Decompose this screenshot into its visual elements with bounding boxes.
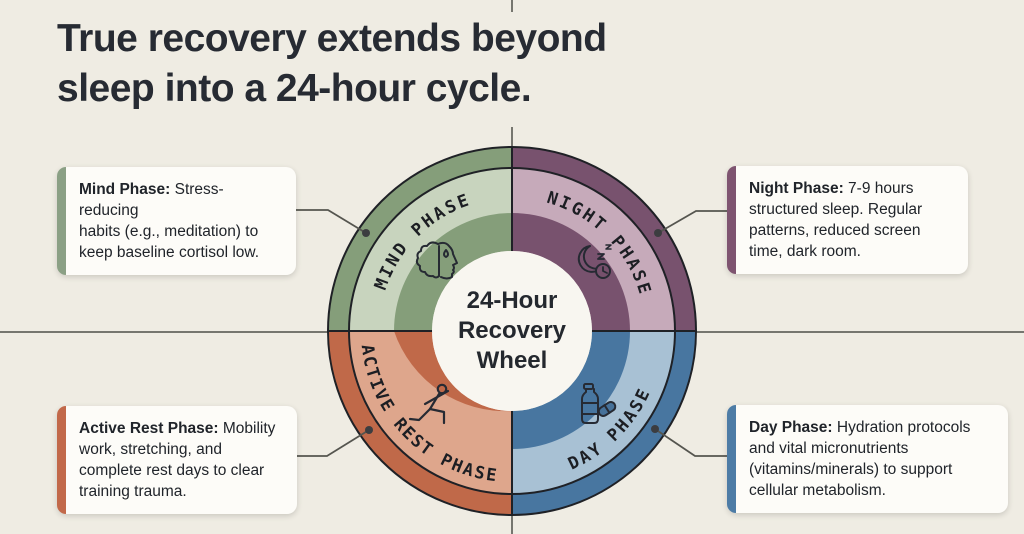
day-callout-lead: Day Phase:	[749, 419, 833, 436]
night-connector-dot	[654, 229, 662, 237]
active-rest-connector-dot	[365, 426, 373, 434]
night-band	[512, 168, 675, 331]
active-rest-callout-lead: Active Rest Phase:	[79, 420, 219, 437]
night-accent-bar	[727, 166, 736, 274]
day-phase-callout: Day Phase: Hydration protocols and vital…	[727, 405, 1008, 513]
brain-head-icon	[415, 241, 458, 280]
wheel-hub	[432, 251, 592, 411]
day-accent-bar	[727, 405, 736, 513]
active-rest-callout-body: Mobility work, stretching, and complete …	[79, 420, 276, 500]
day-connector-dot	[651, 425, 659, 433]
moon-sleep-clock-icon	[577, 244, 612, 279]
night-phase-callout: Night Phase: 7-9 hours structured sleep.…	[727, 166, 968, 274]
mind-connector-line	[296, 209, 367, 234]
night-callout-lead: Night Phase:	[749, 180, 844, 197]
stretching-person-icon	[408, 383, 450, 425]
day-callout-body: Hydration protocols and vital micronutri…	[749, 419, 971, 499]
page-title: True recovery extends beyond sleep into …	[57, 17, 607, 110]
mind-connector-dot	[362, 229, 370, 237]
active-rest-accent-bar	[57, 406, 66, 514]
day-connector-line	[654, 428, 727, 457]
mind-phase-callout: Mind Phase: Stress-reducing habits (e.g.…	[57, 167, 296, 275]
bottle-pill-icon	[581, 383, 617, 424]
callout-connectors	[296, 209, 727, 457]
wheel-center-label: 24-Hour Recovery Wheel	[457, 287, 567, 374]
connector-dots	[362, 229, 662, 434]
mind-band	[349, 168, 512, 331]
active-rest-band	[349, 331, 512, 494]
mind-callout-lead: Mind Phase:	[79, 181, 171, 198]
night-connector-line	[657, 210, 727, 234]
day-band	[512, 331, 675, 494]
mind-callout-body: Stress-reducing habits (e.g., meditation…	[79, 181, 260, 261]
mind-accent-bar	[57, 167, 66, 275]
active-rest-connector-line	[296, 429, 370, 457]
recovery-wheel: MIND PHASE NIGHT PHASE ACTIVE REST PHASE…	[327, 146, 697, 516]
active-rest-phase-callout: Active Rest Phase: Mobility work, stretc…	[57, 406, 297, 514]
night-callout-body: 7-9 hours structured sleep. Regular patt…	[749, 180, 923, 260]
